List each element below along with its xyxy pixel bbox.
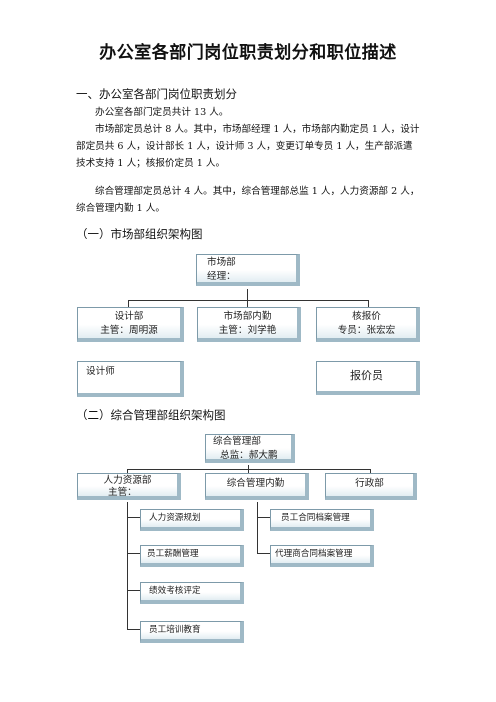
node-label: 专员：张宏宏 [337, 325, 396, 336]
node-label: 主管：周明源 [100, 325, 158, 336]
node-design-dept: 设计部 主管：周明源 [77, 307, 184, 342]
node-label: 人力资源部 [103, 475, 152, 486]
connector-line [128, 300, 129, 307]
node-designer: 设计师 [77, 361, 184, 397]
node-label: 人力资源规划 [149, 513, 201, 523]
connector-line [128, 300, 368, 301]
node-admin-affairs: 行政部 [325, 473, 417, 500]
node-label: 设计师 [86, 366, 115, 377]
node-label: 行政部 [355, 478, 384, 489]
node-label: 绩效考核评定 [149, 586, 201, 596]
node-label: 主管：刘学艳 [218, 325, 277, 336]
paragraph-admin: 综合管理部定员总计 4 人。其中，综合管理部总监 1 人，人力资源部 2 人，综… [76, 186, 420, 214]
paragraph-total: 办公室各部门定员共计 13 人。 [95, 107, 229, 118]
connector-line [127, 502, 128, 630]
connector-line [127, 469, 128, 474]
connector-line [257, 553, 270, 554]
connector-line [127, 590, 140, 591]
paragraph-market: 市场部定员总计 8 人。其中，市场部经理 1 人，市场部内勤定员 1 人，设计部… [76, 124, 420, 169]
node-label: 综合管理内勤 [226, 478, 285, 489]
node-market-manager: 市场部 经理： [196, 254, 300, 286]
node-label: 设计部 [114, 311, 144, 322]
connector-line [127, 517, 140, 518]
node-label: 经理： [207, 271, 236, 282]
node-label: 市场部 [207, 257, 236, 268]
hr-item: 绩效考核评定 [140, 582, 244, 604]
node-admin-director: 综合管理部 总监：郝大鹏 [205, 434, 295, 463]
node-quotation: 核报价 专员：张宏宏 [316, 307, 420, 342]
node-label: 综合管理部 [213, 436, 261, 447]
node-quoter: 报价员 [316, 361, 420, 395]
admin-office-item: 员工合同档案管理 [270, 509, 374, 531]
connector-line [257, 517, 270, 518]
node-admin-office: 综合管理内勤 [205, 473, 309, 500]
node-label: 员工培训教育 [149, 625, 201, 635]
connector-line [370, 469, 371, 474]
admin-office-item: 代理商合同档案管理 [270, 545, 374, 567]
connector-line [127, 553, 140, 554]
connector-line [247, 289, 248, 300]
hr-item: 员工培训教育 [140, 621, 244, 643]
connector-line [248, 469, 249, 474]
node-label: 代理商合同档案管理 [275, 549, 353, 559]
node-label: 主管： [108, 487, 137, 498]
connector-line [127, 629, 140, 630]
node-label: 员工薪酬管理 [147, 549, 199, 559]
node-label: 核报价 [352, 311, 381, 322]
subheading-admin-chart: （二）综合管理部组织架构图 [76, 408, 226, 422]
node-label: 员工合同档案管理 [281, 513, 350, 523]
hr-item: 人力资源规划 [140, 509, 244, 531]
connector-line [257, 502, 258, 554]
page-title: 办公室各部门岗位职责划分和职位描述 [99, 43, 397, 63]
node-label: 市场部内勤 [223, 311, 272, 322]
node-label: 总监：郝大鹏 [220, 450, 278, 461]
connector-line [248, 465, 249, 470]
node-label: 报价员 [350, 369, 383, 382]
section-heading: 一、办公室各部门岗位职责划分 [76, 87, 237, 101]
connector-line [368, 300, 369, 307]
node-market-office: 市场部内勤 主管：刘学艳 [197, 307, 301, 342]
node-hr-dept: 人力资源部 主管： [77, 473, 181, 500]
subheading-market-chart: （一）市场部组织架构图 [76, 227, 203, 241]
hr-item: 员工薪酬管理 [140, 545, 244, 567]
connector-line [247, 300, 248, 307]
